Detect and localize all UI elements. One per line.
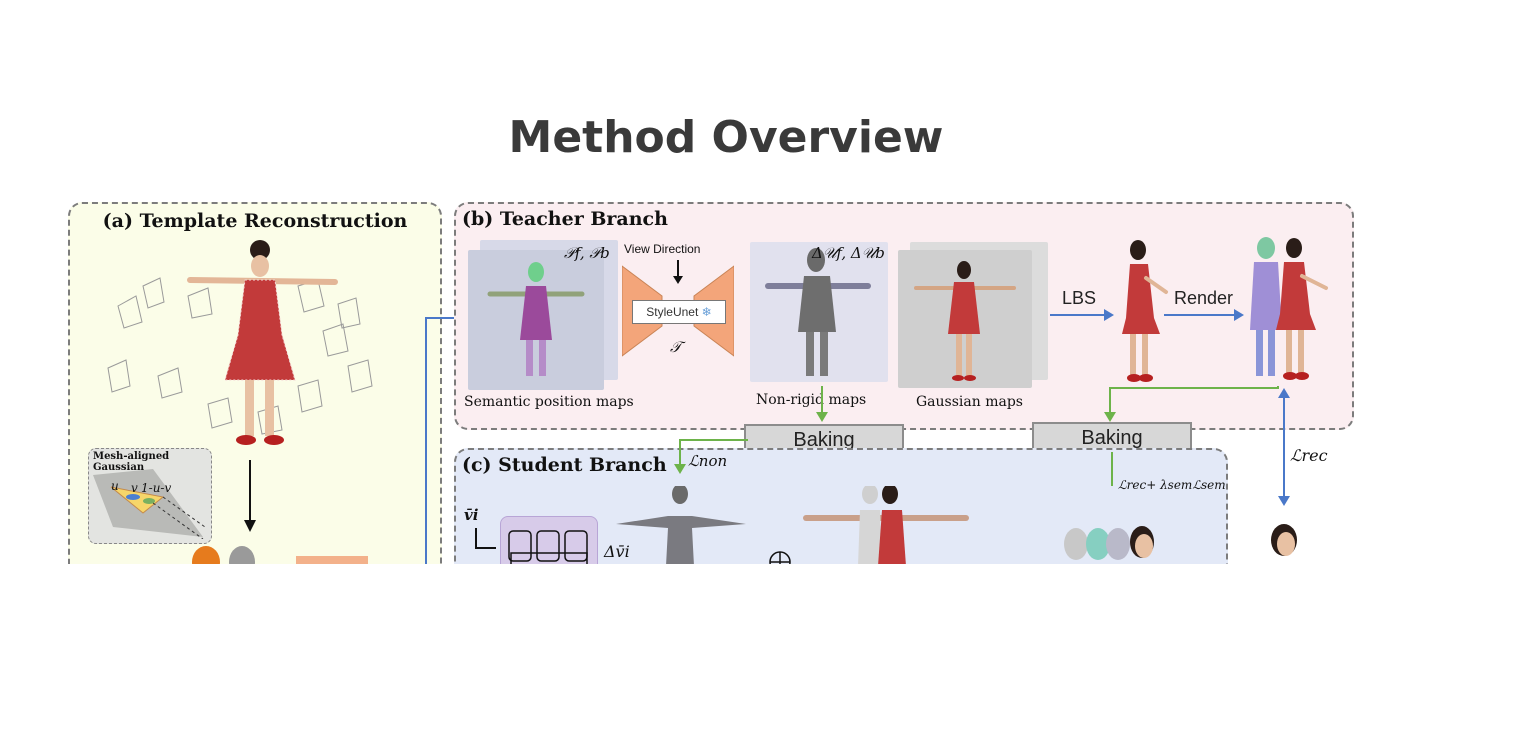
mlp-layers (508, 530, 588, 564)
page-title: Method Overview (508, 112, 944, 163)
semantic-math: 𝒫f, 𝒫b (564, 244, 610, 262)
lrec-arrow (1278, 388, 1290, 506)
semantic-map-label: Semantic position maps (464, 394, 634, 410)
t-math: 𝒯 (670, 338, 682, 356)
snowflake-icon: ❄ (701, 305, 712, 319)
orange-block (296, 556, 368, 564)
triangle-illustration (93, 469, 206, 539)
panel-b-title: (b) Teacher Branch (462, 208, 668, 230)
render-arrow (1164, 309, 1244, 321)
view-direction-label: View Direction (624, 242, 701, 256)
mesh-aligned-gaussian-inset: Mesh-aligned Gaussian u v 1-u-v (88, 448, 212, 544)
lbs-arrow (1050, 309, 1114, 321)
semantic-figure (487, 262, 585, 376)
lrec-label: ℒrec (1290, 446, 1328, 465)
render-baking-arrow (1104, 386, 1279, 422)
gaussian-map-label: Gaussian maps (916, 394, 1023, 410)
lnon-arrow (674, 439, 748, 474)
subject-figure (187, 240, 338, 445)
styleunet-label: StyleUnet (646, 305, 699, 319)
styleunet-box: StyleUnet ❄ (632, 300, 726, 324)
panel-template-reconstruction: (a) Template Reconstruction (68, 202, 442, 564)
student-figure (616, 486, 746, 564)
mlp-block (500, 516, 598, 564)
nonrigid-map-label: Non-rigid maps (756, 392, 867, 408)
rendered-subjects (1250, 237, 1328, 380)
arrow-down-icon (244, 460, 256, 532)
lnon-label: ℒnon (688, 452, 728, 470)
vbar-label: v̄i (464, 506, 479, 524)
semantic-map-card (468, 250, 604, 390)
nonrigid-math: Δ𝒰f, Δ𝒰b (812, 244, 885, 262)
loss-sem-label: ℒrec+ λsemℒsem (1118, 478, 1226, 492)
inset-v-label: v (131, 481, 138, 495)
render-label: Render (1174, 288, 1234, 308)
inset-title: Mesh-aligned Gaussian (93, 451, 170, 473)
panel-a-title: (a) Template Reconstruction (102, 210, 408, 232)
loss-arrow (1111, 452, 1113, 486)
dvbar-label: Δv̄i (604, 542, 630, 561)
head-renders (1064, 526, 1154, 560)
nonrigid-figure (765, 248, 871, 376)
posed-subject (1122, 240, 1168, 382)
head-models (192, 546, 255, 564)
gaussian-map-card (898, 250, 1032, 388)
nonrigid-baking-arrow (816, 386, 828, 422)
nonrigid-map-card (750, 242, 888, 382)
method-figure: (a) Template Reconstruction (60, 196, 1360, 564)
panel-c-title: (c) Student Branch (462, 454, 667, 476)
gaussian-figure (914, 261, 1016, 381)
panel-student-branch: (c) Student Branch ℒnon v̄i Δv̄i (454, 439, 1228, 564)
plus-circle-icon (769, 551, 791, 564)
tpose-pair (803, 486, 969, 564)
panel-teacher-branch: (b) Teacher Branch 𝒫f, 𝒫b Semantic posit… (454, 202, 1354, 430)
inset-1uv-label: 1-u-v (141, 481, 172, 495)
inset-u-label: u (111, 479, 119, 493)
gt-head (1271, 524, 1297, 556)
lbs-label: LBS (1062, 288, 1097, 308)
vbar-arrow (475, 528, 496, 549)
